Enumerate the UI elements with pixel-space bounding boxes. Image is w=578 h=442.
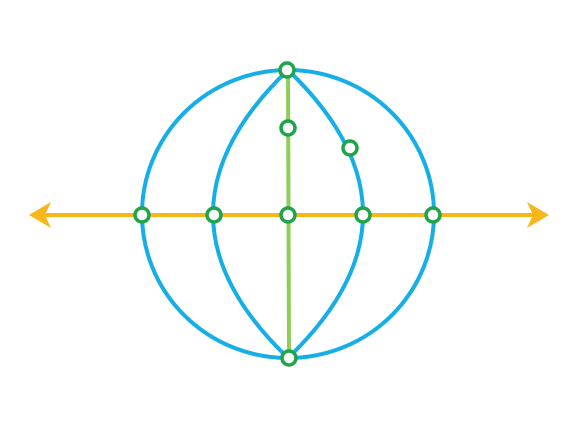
point-layer [133,61,442,367]
right-arc-axis-point[interactable] [354,206,372,224]
center-point[interactable] [279,206,297,224]
right-circle-axis-point[interactable] [424,206,442,224]
left-circle-axis-point[interactable] [133,206,151,224]
upper-meridian-point[interactable] [279,119,297,137]
right-arc-point[interactable] [341,139,359,157]
right-arrowhead-icon [527,202,549,228]
bottom-pole-point[interactable] [280,349,298,367]
left-arrowhead-icon [29,202,51,228]
top-pole-point[interactable] [278,61,296,79]
left-arc-axis-point[interactable] [205,206,223,224]
